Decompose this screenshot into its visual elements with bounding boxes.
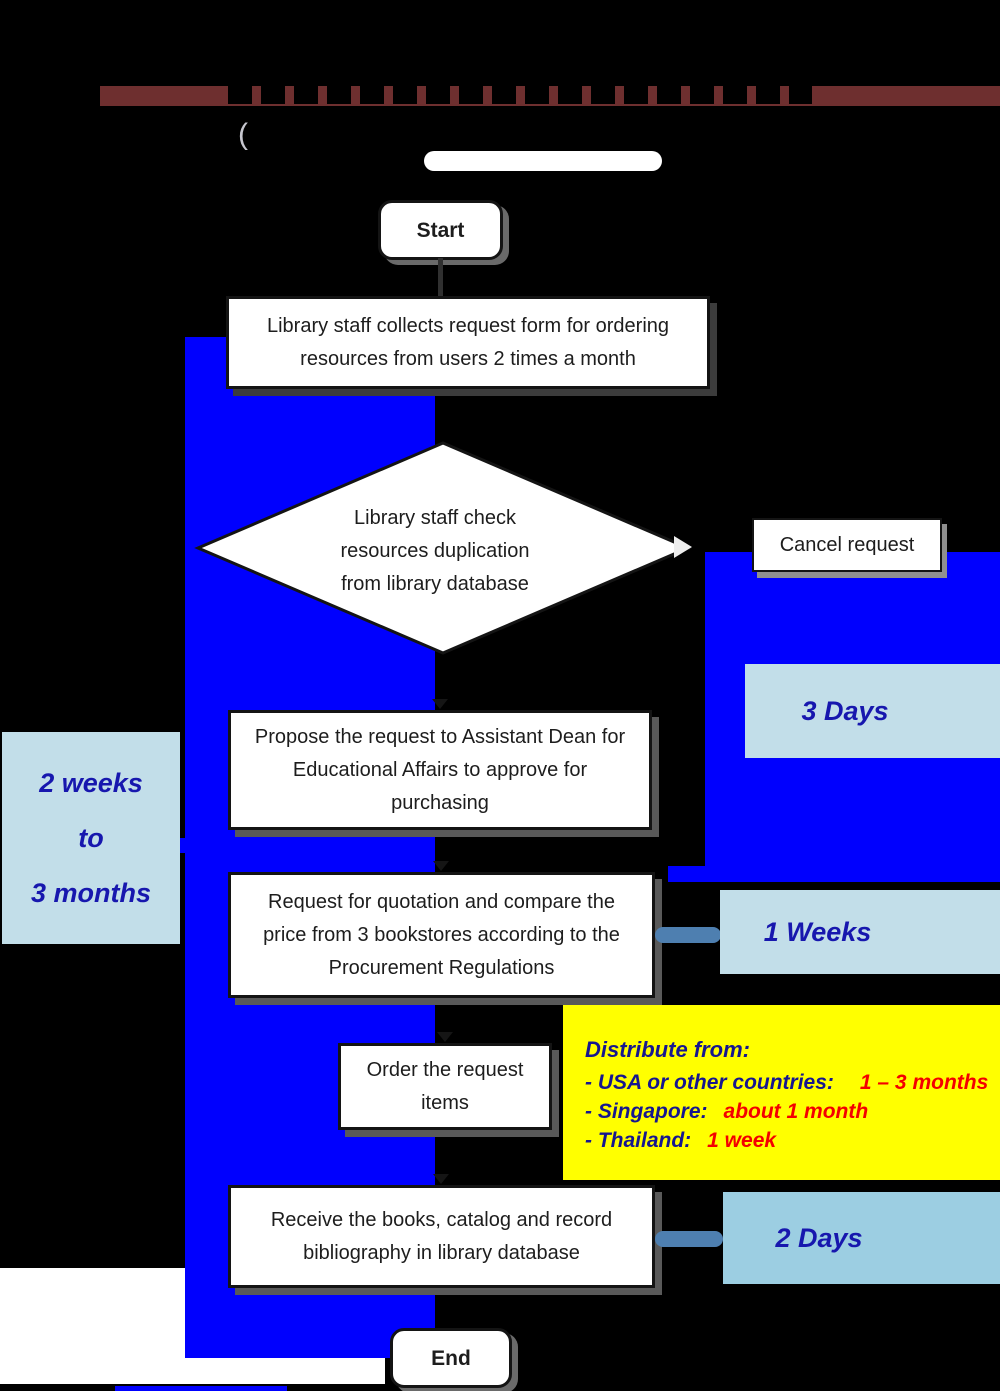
distribution-item: - Thailand: 1 week bbox=[585, 1126, 1000, 1155]
distribution-note: Distribute from: - USA or other countrie… bbox=[563, 1005, 1000, 1180]
distribution-item: - USA or other countries: 1 – 3 months bbox=[585, 1068, 1000, 1097]
distribution-value: about 1 month bbox=[723, 1100, 869, 1123]
distribution-label: - Thailand: bbox=[585, 1129, 692, 1152]
propose-line: purchasing bbox=[391, 791, 489, 814]
down-arrowhead-icon bbox=[433, 1174, 449, 1184]
receive-line: bibliography in library database bbox=[303, 1241, 580, 1264]
distribution-value: 1 week bbox=[707, 1129, 777, 1152]
duration-range-line: to bbox=[78, 822, 104, 853]
order-line: Order the request bbox=[366, 1058, 524, 1081]
right-arrowhead-icon bbox=[674, 536, 692, 558]
duration-range-line: 2 weeks bbox=[39, 767, 143, 798]
connector-receive-duration bbox=[655, 1231, 723, 1247]
duration-range: 2 weeks to 3 months bbox=[2, 732, 180, 944]
connector-start-collect bbox=[438, 258, 443, 298]
receive-line: Receive the books, catalog and record bbox=[270, 1208, 613, 1231]
quotation-line: price from 3 bookstores according to the bbox=[263, 923, 620, 946]
decision-line: Library staff check bbox=[354, 507, 516, 529]
subtitle-highlight bbox=[424, 151, 662, 171]
decision-line: from library database bbox=[341, 573, 529, 595]
receive-node: Receive the books, catalog and record bi… bbox=[228, 1185, 655, 1288]
down-arrowhead-icon bbox=[432, 699, 448, 709]
propose-node: Propose the request to Assistant Dean fo… bbox=[228, 710, 652, 830]
subtitle-paren: ( bbox=[238, 118, 248, 151]
collect-node: Library staff collects request form for … bbox=[226, 296, 710, 389]
distribution-value: 1 – 3 months bbox=[859, 1071, 989, 1094]
start-label: Start bbox=[416, 218, 465, 242]
distribution-label: - USA or other countries: bbox=[585, 1071, 834, 1094]
flow-band-right-strip bbox=[668, 866, 708, 882]
duration-range-line: 3 months bbox=[30, 877, 151, 908]
order-node: Order the request items bbox=[338, 1043, 552, 1130]
propose-line: Propose the request to Assistant Dean fo… bbox=[254, 725, 626, 748]
end-node: End bbox=[390, 1328, 512, 1388]
duration-1week-label: 1 Weeks bbox=[763, 916, 872, 947]
order-line: items bbox=[421, 1091, 469, 1114]
duration-3days: 3 Days bbox=[745, 664, 1000, 758]
decision-line: resources duplication bbox=[340, 540, 530, 562]
quotation-node: Request for quotation and compare the pr… bbox=[228, 872, 655, 998]
collect-line: Library staff collects request form for … bbox=[266, 314, 670, 337]
distribution-item: - Singapore: about 1 month bbox=[585, 1097, 1000, 1126]
decision-text: Library staff check resources duplicatio… bbox=[285, 502, 585, 601]
start-node: Start bbox=[378, 200, 503, 260]
down-arrowhead-icon bbox=[437, 1032, 453, 1042]
bottom-blue-strip bbox=[115, 1386, 287, 1391]
duration-2days-label: 2 Days bbox=[775, 1222, 863, 1253]
quotation-line: Procurement Regulations bbox=[328, 956, 555, 979]
background-white-strip bbox=[0, 1358, 385, 1385]
duration-3days-label: 3 Days bbox=[801, 695, 889, 726]
connector-quotation-duration bbox=[655, 927, 721, 943]
propose-line: Educational Affairs to approve for bbox=[292, 758, 588, 781]
distribution-label: - Singapore: bbox=[585, 1100, 708, 1123]
collect-line: resources from users 2 times a month bbox=[300, 347, 636, 370]
distribution-heading: Distribute from: bbox=[585, 1037, 750, 1062]
obscured-title-text bbox=[228, 64, 812, 104]
quotation-line: Request for quotation and compare the bbox=[268, 890, 615, 913]
duration-2days: 2 Days bbox=[723, 1192, 1000, 1284]
end-label: End bbox=[431, 1346, 471, 1370]
down-arrowhead-icon bbox=[433, 861, 449, 871]
cancel-node: Cancel request bbox=[752, 518, 942, 572]
duration-1week: 1 Weeks bbox=[720, 890, 1000, 974]
cancel-label: Cancel request bbox=[779, 533, 915, 556]
